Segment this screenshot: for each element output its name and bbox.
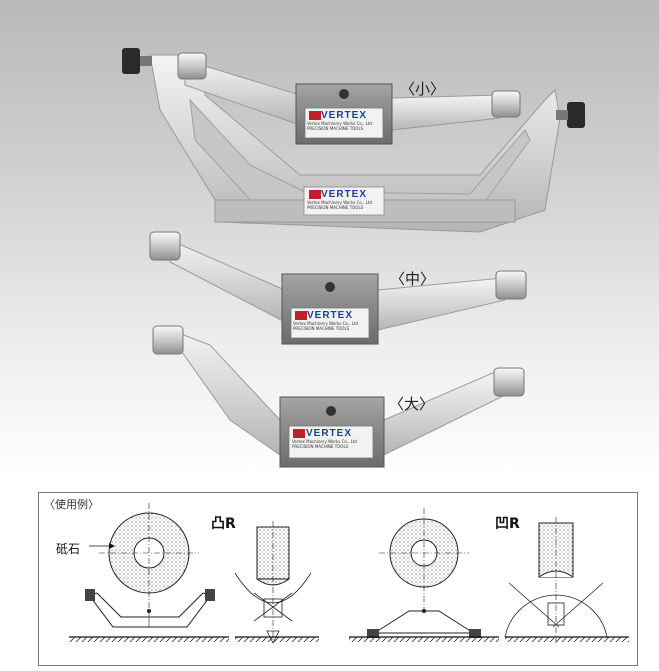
plate-text: Vertex Machinery Works Co., Ltd xyxy=(292,439,357,444)
plate-text: PRECISION MACHINE TOOLS xyxy=(293,326,350,331)
plate-text: PRECISION MACHINE TOOLS xyxy=(307,126,364,131)
nameplate-large: VERTEX Vertex Machinery Works Co., Ltd P… xyxy=(292,428,370,449)
usage-diagram-drawing xyxy=(69,503,629,644)
nameplate-frame: VERTEX Vertex Machinery Works Co., Ltd P… xyxy=(307,189,381,210)
dresser-photo-illustration xyxy=(122,48,585,468)
brand-text: VERTEX xyxy=(321,110,368,121)
nameplate-small: VERTEX Vertex Machinery Works Co., Ltd P… xyxy=(307,110,381,131)
brand-logo-mark xyxy=(293,111,321,438)
nameplate-medium: VERTEX Vertex Machinery Works Co., Ltd P… xyxy=(293,310,367,331)
concave-label: 凹R xyxy=(495,516,520,532)
convex-label: 凸R xyxy=(211,516,236,532)
dresser-medium xyxy=(149,231,527,345)
brand-text: VERTEX xyxy=(306,428,353,439)
plate-text: Vertex Machinery Works Co., Ltd xyxy=(293,321,358,326)
plate-text: PRECISION MACHINE TOOLS xyxy=(307,205,364,210)
usage-diagram: 〈使用例〉 砥石 凸R 凹R xyxy=(38,492,638,666)
convex-example xyxy=(69,503,319,644)
usage-title: 〈使用例〉 xyxy=(44,498,99,511)
size-label-medium: 〈中〉 xyxy=(390,270,436,288)
brand-text: VERTEX xyxy=(321,189,368,200)
plate-text: Vertex Machinery Works Co., Ltd xyxy=(307,121,372,126)
concave-example xyxy=(349,508,629,643)
size-label-small: 〈小〉 xyxy=(400,80,446,98)
plate-text: PRECISION MACHINE TOOLS xyxy=(292,444,349,449)
plate-text: Vertex Machinery Works Co., Ltd xyxy=(307,200,372,205)
wheel-label: 砥石 xyxy=(56,542,81,556)
dresser-small xyxy=(122,48,585,233)
product-photo: VERTEX Vertex Machinery Works Co., Ltd P… xyxy=(0,0,659,480)
brand-text: VERTEX xyxy=(307,310,354,321)
size-label-large: 〈大〉 xyxy=(389,395,435,413)
